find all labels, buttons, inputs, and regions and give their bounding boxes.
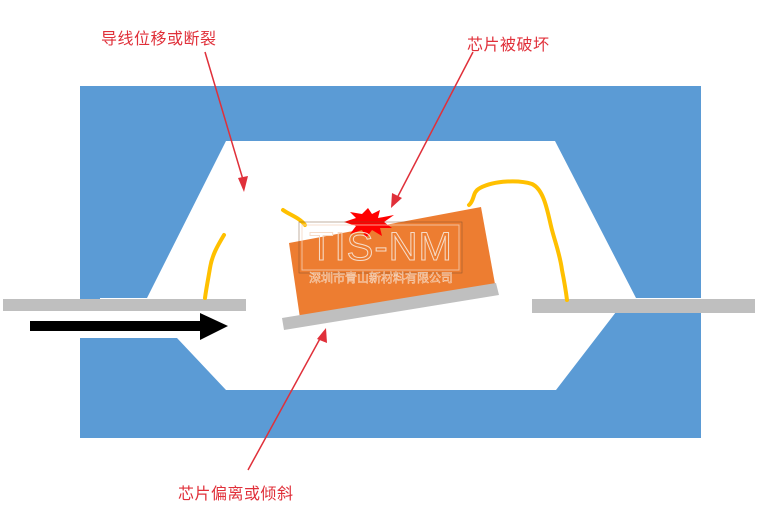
annotation-arrows [204,51,474,471]
arrowhead-offset [317,328,327,343]
label-chip-offset: 芯片偏离或倾斜 [178,484,294,503]
right-wire [467,179,569,302]
arrow-chip-offset [247,334,323,471]
watermark [298,221,463,274]
left-lead [3,299,246,311]
watermark-title: TIS-NM [309,225,453,270]
chip-base [282,283,499,330]
label-wire-displacement: 导线位移或断裂 [101,29,217,48]
left-wire-chip-stub [281,208,307,227]
label-chip-damaged: 芯片被破坏 [467,35,550,54]
watermark-frame [301,224,460,271]
arrow-chip-damaged [395,51,474,201]
arrowhead-wire [238,176,248,192]
chip-die [289,207,495,318]
right-lead [532,299,755,313]
force-arrow-shaft [30,321,202,331]
damage-burst-icon [344,208,394,238]
force-arrow-head [200,313,228,340]
arrow-wire-displacement [204,51,245,184]
watermark-subtitle: 深圳市青山新材料有限公司 [308,271,454,286]
chip [282,207,499,330]
watermark-frame-outer [298,221,463,274]
left-wire-stub [203,233,226,300]
arrowhead-chip [391,193,402,208]
